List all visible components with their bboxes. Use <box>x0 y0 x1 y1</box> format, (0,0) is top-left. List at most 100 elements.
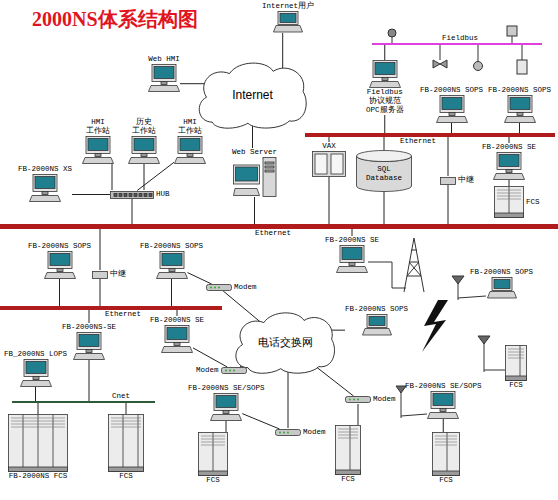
pc-icon <box>174 136 206 164</box>
icon-part <box>435 436 457 437</box>
icon-part <box>225 370 227 372</box>
network-cable <box>509 180 510 186</box>
modem-node: Modem <box>275 428 326 437</box>
icon-part <box>336 426 361 475</box>
bus-label: Fieldbus <box>442 34 478 43</box>
rep-icon <box>92 271 108 279</box>
icon-part <box>180 139 200 151</box>
icon-part <box>53 415 54 472</box>
icon-part <box>441 177 456 184</box>
device-label: FB-2000NS SE <box>150 316 204 325</box>
device-label: HMI 工作站 <box>178 118 202 136</box>
fcs-cabinet-node: FCS <box>494 186 540 218</box>
antenna-head <box>396 386 406 393</box>
device-label: Fieldbus 协议规范 OPC服务器 <box>366 88 404 115</box>
icon-part <box>38 415 39 472</box>
instrument-stem <box>478 45 479 62</box>
icon-part <box>283 432 285 434</box>
icon-part <box>167 328 187 340</box>
network-cloud: 电话交换网 <box>232 310 338 375</box>
icon-part <box>265 170 274 172</box>
pc-icon <box>369 60 401 88</box>
network-cable <box>226 421 227 432</box>
tower-braces <box>407 250 421 276</box>
fcs-cabinet-node: FCS <box>108 414 144 481</box>
diagram-title: 2000NS体系结构图 <box>32 6 198 33</box>
device-label: FCS <box>341 475 355 484</box>
pc-icon <box>128 136 160 164</box>
icon-part <box>199 471 228 476</box>
icon-part <box>369 317 385 326</box>
device-label: FB-2000NS SOPS <box>140 242 203 251</box>
icon-part <box>349 263 355 266</box>
bus-label: Ethernet <box>255 229 291 238</box>
network-cable <box>384 45 385 60</box>
icon-part <box>440 409 446 412</box>
icon-part <box>508 349 524 350</box>
pc-icon <box>148 64 180 92</box>
device-label: FCS <box>439 476 453 485</box>
icon-part <box>495 187 524 218</box>
pc-icon <box>82 136 114 164</box>
icon-part <box>79 335 99 347</box>
fcs-cabinet-node: FCS <box>432 432 460 485</box>
icon-part <box>86 137 110 154</box>
device-label: FCS <box>509 381 523 390</box>
icon-part <box>201 445 225 446</box>
device-label: Web HMI <box>148 55 180 64</box>
bus-line <box>12 401 155 403</box>
database-node: SQL Database <box>356 150 412 192</box>
icon-part <box>178 137 202 154</box>
device-label: FB-2000NS SOPS <box>345 305 408 314</box>
icon-part <box>342 248 362 260</box>
icon-part <box>74 354 105 360</box>
antenna-cable <box>458 296 486 298</box>
icon-part <box>367 315 387 328</box>
icon-part <box>278 12 298 25</box>
icon-part <box>346 397 371 403</box>
network-cable <box>38 403 39 414</box>
network-cable <box>132 199 133 224</box>
icon-part <box>274 26 303 33</box>
icon-part <box>338 429 358 430</box>
icon-part <box>141 154 147 157</box>
antenna-cable <box>401 414 427 416</box>
icon-part <box>214 394 238 411</box>
pc-icon <box>210 393 242 421</box>
device-label: FB-2000NS SE <box>325 236 379 245</box>
icon-part <box>235 167 257 181</box>
icon-part <box>506 170 512 173</box>
icon-part <box>201 436 225 437</box>
network-cable <box>59 279 60 306</box>
cab-icon <box>494 186 524 218</box>
network-bus: Ethernet <box>0 224 558 238</box>
icon-part <box>111 191 154 198</box>
icon-part <box>201 439 225 440</box>
icon-part <box>156 273 187 279</box>
cab-icon <box>505 345 527 381</box>
computer-node: 历史 工作站 <box>128 118 160 164</box>
icon-part <box>508 352 524 353</box>
cloud-shape <box>199 63 306 128</box>
bus-label: Cnet <box>112 392 130 401</box>
network-cable <box>112 164 113 190</box>
device-label: Modem <box>303 428 326 437</box>
pc-icon <box>427 391 459 419</box>
icon-part <box>504 117 535 123</box>
icon-part <box>95 154 101 157</box>
icon-part <box>487 292 516 299</box>
computer-node: FB-2000NS SOPS <box>488 86 551 123</box>
device-label: FCS <box>526 198 540 207</box>
device-label: HMI 工作站 <box>86 118 110 136</box>
bus-label: Ethernet <box>105 310 141 319</box>
icon-part <box>431 392 455 409</box>
computer-node: FB-2000NS SE <box>150 316 204 353</box>
computer-node: FB_2000NS LOPS <box>4 350 67 387</box>
icon-part <box>375 63 395 75</box>
antenna-head <box>478 336 490 344</box>
icon-part <box>362 329 391 336</box>
icon-part <box>111 421 141 422</box>
icon-part <box>506 346 527 381</box>
cloud-shape <box>236 313 335 373</box>
modem-icon <box>206 284 232 291</box>
